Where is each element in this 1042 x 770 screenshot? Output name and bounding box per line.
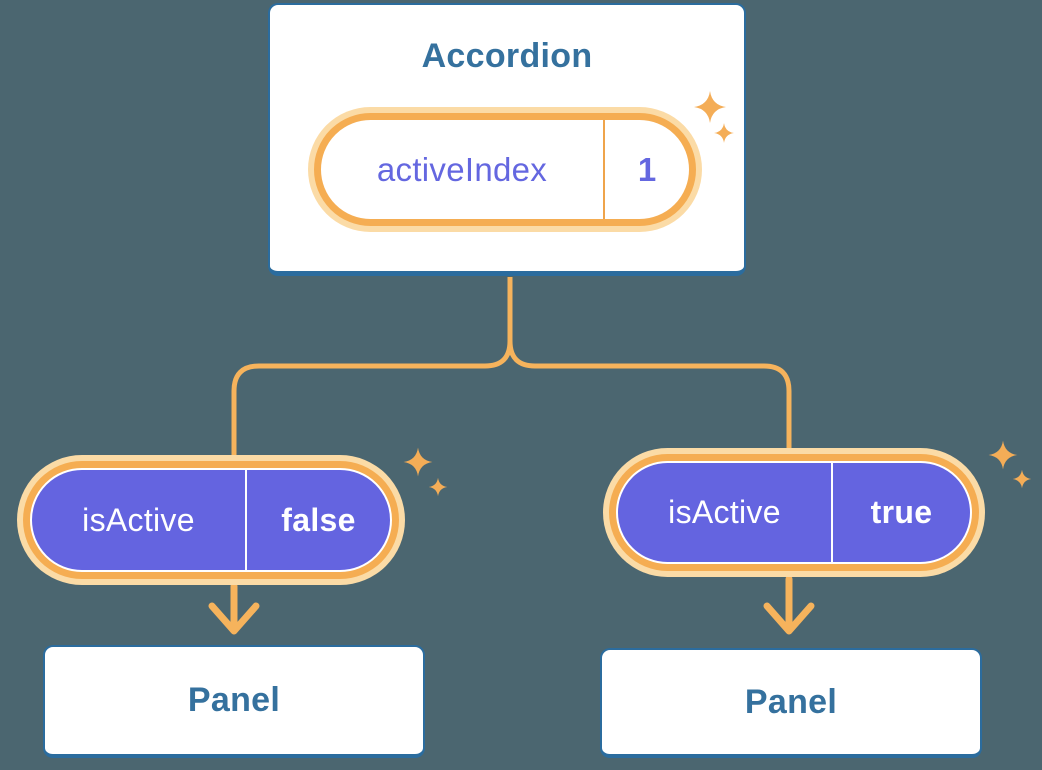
connector-branch-left	[231, 277, 513, 456]
sparkle-icon	[403, 447, 448, 497]
connector-branch-right	[507, 277, 792, 449]
pill-separator	[603, 120, 605, 219]
panel-component-box: Panel	[43, 645, 425, 758]
prop-pill-isactive-false: isActive false	[30, 468, 392, 572]
arrow-down-icon	[763, 575, 815, 635]
prop-pill-isactive-true: isActive true	[616, 461, 972, 564]
accordion-component-box: Accordion activeIndex 1	[268, 3, 746, 276]
pill-separator	[831, 463, 833, 562]
prop-name-label: isActive	[82, 501, 195, 538]
panel-title: Panel	[744, 682, 838, 721]
state-name-label: activeIndex	[376, 150, 548, 188]
accordion-title: Accordion	[421, 37, 593, 75]
prop-value: false	[281, 501, 356, 538]
sparkle-icon	[988, 440, 1032, 489]
pill-separator	[245, 470, 247, 570]
panel-component-box: Panel	[600, 648, 982, 758]
panel-title: Panel	[187, 681, 281, 719]
state-value: 1	[637, 150, 657, 188]
state-pill-activeindex: activeIndex 1	[314, 113, 696, 226]
prop-value: true	[870, 494, 933, 530]
arrow-down-icon	[208, 582, 260, 635]
prop-name-label: isActive	[668, 494, 781, 530]
